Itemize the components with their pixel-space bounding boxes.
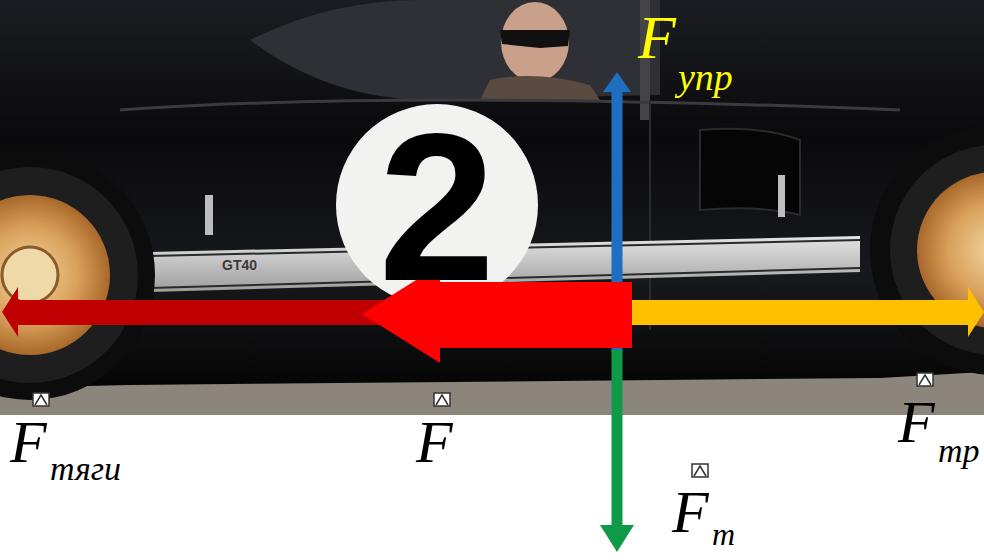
- model-badge: GT40: [222, 258, 257, 272]
- car-window: [250, 0, 660, 100]
- vector-mark: [436, 395, 448, 405]
- force-symbol: F: [416, 412, 453, 472]
- body-badge: [205, 195, 213, 235]
- car-body: [0, 0, 984, 388]
- force-subscript-holder: т: [712, 518, 735, 550]
- force-symbol: F: [898, 392, 935, 452]
- door-line: [649, 100, 651, 330]
- driver-sunglasses: [500, 30, 570, 48]
- wheel-arch: [870, 125, 984, 375]
- force-subscript-holder: тяги: [50, 452, 121, 486]
- force-subscript: упр: [678, 58, 733, 96]
- driver-head: [501, 2, 569, 82]
- force-symbol-holder: F: [638, 6, 676, 68]
- force-symbol-holder: F: [10, 412, 47, 472]
- vector-marks: [33, 373, 933, 477]
- force-symbol-holder: F: [672, 482, 709, 542]
- vector-mark: [434, 393, 450, 406]
- wheel-arch: [0, 150, 155, 400]
- force-symbol-holder: F: [416, 412, 453, 472]
- tyre: [0, 167, 138, 383]
- body-badge: [778, 175, 785, 217]
- race-number: 2: [379, 103, 496, 313]
- vector-mark: [919, 375, 931, 385]
- vector-mark: [33, 393, 49, 406]
- vector-mark: [917, 373, 933, 386]
- force-symbol: F: [10, 412, 47, 472]
- force-symbol: F: [638, 6, 676, 68]
- driver-shoulders: [480, 76, 600, 100]
- force-subscript: тр: [938, 434, 980, 468]
- photo-background: [0, 0, 984, 415]
- wheel-spinner: [2, 247, 58, 303]
- gravity-force-arrow: [612, 350, 623, 528]
- body-crease: [120, 100, 900, 110]
- model-badge-holder: GT40: [222, 258, 257, 272]
- race-number-holder: 2: [379, 103, 496, 313]
- arrowhead: [603, 72, 631, 92]
- elastic-force-arrow: [612, 86, 623, 270]
- vector-mark: [35, 395, 47, 405]
- force-symbol: F: [672, 482, 709, 542]
- vector-mark: [692, 464, 708, 477]
- arrowhead: [600, 525, 634, 552]
- force-subscript-holder: упр: [678, 58, 733, 96]
- force-subscript: т: [712, 518, 735, 550]
- friction-force-arrow: [632, 287, 984, 337]
- force-subscript: тяги: [50, 452, 121, 486]
- force-subscript-holder: тр: [938, 434, 980, 468]
- force-symbol-holder: F: [898, 392, 935, 452]
- vector-mark: [694, 466, 706, 476]
